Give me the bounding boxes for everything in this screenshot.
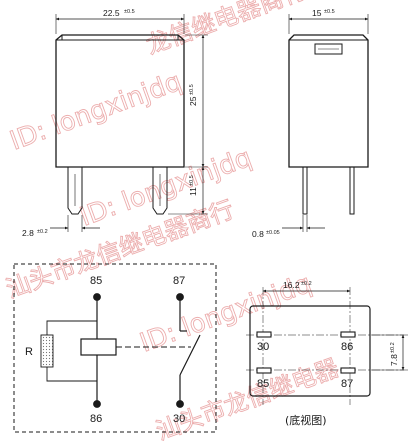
bottom-pin-label-87: 87 <box>341 378 353 390</box>
terminal-86-dot <box>93 400 101 408</box>
spacing-x-dim-tolerance: ±0.2 <box>301 281 312 287</box>
bottom-pin-label-30: 30 <box>257 341 269 353</box>
pin-length-dim-tolerance: ±0.5 <box>189 175 195 186</box>
pin-thickness-dim-value: 0.8 <box>252 229 264 239</box>
schematic-labels: 85 87 86 30 R <box>25 275 185 425</box>
pin-label-86: 86 <box>90 413 102 425</box>
pin-slot-86 <box>340 331 356 338</box>
pin-width-dim-value: 2.8 <box>22 228 34 238</box>
watermark-layer: ID: longxinjdq ID: longxinjdq ID: longxi… <box>2 0 343 443</box>
bottom-pin-label-86: 86 <box>341 341 353 353</box>
pin-length-dim-text: 11 ±0.5 <box>188 175 198 196</box>
pin-length-dim-value: 11 <box>188 187 198 196</box>
terminal-85-dot <box>93 293 101 301</box>
height-dim-tolerance: ±0.5 <box>189 84 195 95</box>
bottom-body-outline <box>249 305 371 397</box>
pin-slot-87 <box>340 367 356 374</box>
resistor-symbol <box>40 334 54 368</box>
spacing-y-dim-value: 7.8 <box>389 354 399 366</box>
schematic <box>13 263 217 433</box>
schematic-dashed-frame <box>13 263 217 433</box>
watermark-cn-3: 汕头市龙信继电器 <box>152 354 342 443</box>
height-dim-value: 25 <box>188 96 198 106</box>
pin-slot-30 <box>256 331 272 338</box>
pin-label-87: 87 <box>173 275 185 287</box>
front-view <box>50 14 208 232</box>
spacing-x-dim-value: 16.2 <box>283 280 300 290</box>
depth-dim-value: 15 <box>312 8 322 18</box>
side-top-slot <box>314 43 343 55</box>
bottom-view-caption: (底视图) <box>285 413 327 427</box>
side-view-labels: 15 ±0.5 0.8 ±0.05 <box>252 8 335 239</box>
watermark-cn-1: 龙信继电器商行 <box>142 0 309 60</box>
side-body-outline <box>288 34 369 168</box>
pin-slot-85 <box>256 367 272 374</box>
pin-left <box>67 167 83 215</box>
coil-symbol <box>80 338 117 356</box>
watermark-id-1: ID: longxinjdq <box>6 67 186 157</box>
bottom-pin-label-85: 85 <box>257 378 269 390</box>
side-pin-left <box>302 166 308 215</box>
pin-label-30: 30 <box>173 413 185 425</box>
pin-right <box>152 167 168 215</box>
height-dim-text: 25 ±0.5 <box>188 84 198 106</box>
width-dim-tolerance: ±0.5 <box>124 9 135 15</box>
pin-width-dim-tolerance: ±0.2 <box>37 229 48 235</box>
bottom-view-labels: 16.2 ±0.2 7.8 ±0.2 30 86 85 87 (底视图) <box>257 280 399 427</box>
side-view <box>282 14 369 232</box>
switch-blade <box>179 334 201 376</box>
side-pin-right <box>349 166 355 215</box>
resistor-bottom-wire <box>46 367 97 382</box>
pin-thickness-dim-tolerance: ±0.05 <box>266 230 280 236</box>
front-view-labels: 22.5 ±0.5 25 ±0.5 11 ±0.5 2.8 ±0.2 <box>22 8 198 238</box>
depth-dim-tolerance: ±0.5 <box>324 9 335 15</box>
spacing-y-dim-tolerance: ±0.2 <box>390 342 396 353</box>
bottom-view <box>246 287 408 405</box>
pin-label-85: 85 <box>90 275 102 287</box>
resistor-label: R <box>25 346 33 358</box>
resistor-top-wire <box>46 320 97 335</box>
width-dim-value: 22.5 <box>103 8 120 18</box>
spacing-y-dim-text: 7.8 ±0.2 <box>389 342 399 366</box>
